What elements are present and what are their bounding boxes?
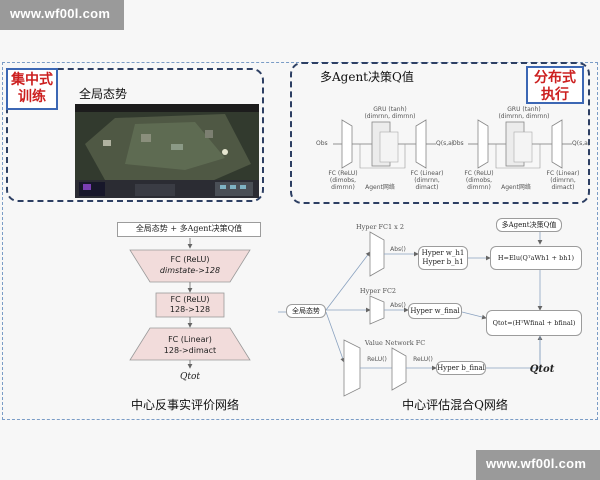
critic-layer1: FC (ReLU) dimstate->128 — [150, 254, 230, 276]
global-state-title: 全局态势 — [79, 87, 128, 101]
agent1-obs-label: Obs — [316, 140, 328, 147]
agent2-obs-label: Obs — [452, 140, 464, 147]
critic-caption: 中心反事实评价网络 — [130, 398, 239, 412]
abs2-label: Abs() — [390, 302, 406, 309]
hyper-bfinal-box: Hyper b_final — [436, 361, 486, 375]
layer2-dim: 128->128 — [169, 305, 211, 314]
hyper-wfinal-box: Hyper w_final — [408, 303, 462, 319]
agent1-fc-relu-label: FC (ReLU) (dimobs, dimrnn) — [318, 170, 368, 191]
hyper-fc1-label: Hyper FC1 x 2 — [355, 223, 405, 231]
game-screenshot — [75, 104, 259, 198]
label-line1: 分布式 — [534, 70, 576, 86]
fc-relu-name: FC (ReLU) — [328, 170, 358, 177]
agent2-q-label: Q(s,a) — [572, 140, 591, 147]
gru-dim: (dimrnn, dimrnn) — [364, 113, 416, 120]
watermark-top: www.wf00l.com — [0, 0, 124, 30]
layer1-dim: dimstate->128 — [159, 266, 221, 275]
agent1-q-label: Q(s,a) — [436, 140, 455, 147]
centralized-training-box — [6, 68, 264, 202]
gru-name: GRU (tanh) — [373, 106, 407, 113]
agent-network-1 — [333, 119, 436, 169]
hyper-b1-text: Hyper b_h1 — [422, 258, 464, 266]
multi-agent-q-title: 多Agent决策Q值 — [320, 70, 414, 84]
agent2-fc-linear-label: FC (Linear) (dimrnn, dimact) — [538, 170, 588, 191]
relu2-label: ReLU() — [413, 356, 433, 363]
fc-relu-name: FC (ReLU) — [464, 170, 494, 177]
elu-formula-box: H=Elu(QᵀaWh1 + bh1) — [490, 246, 582, 270]
centralized-training-label: 集中式 训练 — [6, 68, 58, 110]
hyper-w1-box: Hyper w_h1 Hyper b_h1 — [418, 246, 468, 270]
layer2-name: FC (ReLU) — [170, 295, 210, 304]
fc-linear-name: FC (Linear) — [410, 170, 444, 177]
fc-linear-name: FC (Linear) — [546, 170, 580, 177]
fc-relu-dim: (dimobs, dimrnn) — [465, 177, 493, 191]
critic-output: Qtot — [179, 372, 201, 382]
mixer-global-state: 全局态势 — [286, 304, 326, 318]
agent2-fc-relu-label: FC (ReLU) (dimobs, dimrnn) — [454, 170, 504, 191]
layer3-name: FC (Linear) — [168, 335, 212, 344]
mixer-caption: 中心评估混合Q网络 — [402, 398, 508, 412]
critic-layer2: FC (ReLU) 128->128 — [156, 295, 224, 315]
game-map-graphic — [75, 104, 259, 198]
mixer-multi-q: 多Agent决策Q值 — [496, 218, 562, 232]
label-line1: 集中式 — [11, 72, 53, 88]
value-fc-label: Value Network FC — [364, 339, 426, 347]
gru-dim: (dimrnn, dimrnn) — [498, 113, 550, 120]
critic-layer3: FC (Linear) 128->dimact — [150, 334, 230, 356]
critic-input-box: 全局态势 + 多Agent决策Q值 — [117, 222, 261, 237]
fc-linear-dim: (dimrnn, dimact) — [550, 177, 576, 191]
relu1-label: ReLU() — [367, 356, 387, 363]
fc-linear-dim: (dimrnn, dimact) — [414, 177, 440, 191]
qtot-formula-box: Qtot=(HᵀWfinal + bfinal) — [486, 310, 582, 336]
layer1-name: FC (ReLU) — [170, 255, 210, 264]
watermark-bottom: www.wf00l.com — [476, 450, 600, 480]
layer3-dim: 128->dimact — [163, 346, 217, 355]
agent1-caption: Agent网络 — [365, 184, 395, 191]
hyper-w1-text: Hyper w_h1 — [421, 249, 465, 257]
agent1-fc-linear-label: FC (Linear) (dimrnn, dimact) — [402, 170, 452, 191]
decentralized-execution-label: 分布式 执行 — [526, 66, 584, 104]
decentralized-execution-box — [290, 62, 590, 204]
agent2-gru-label: GRU (tanh) (dimrnn, dimrnn) — [494, 106, 554, 120]
fc-relu-dim: (dimobs, dimrnn) — [329, 177, 357, 191]
abs1-label: Abs() — [390, 246, 406, 253]
mixer-output: Qtot — [529, 364, 555, 375]
hyper-fc2-label: Hyper FC2 — [359, 287, 397, 295]
agent1-gru-label: GRU (tanh) (dimrnn, dimrnn) — [360, 106, 420, 120]
agent2-caption: Agent网络 — [501, 184, 531, 191]
label-line2: 执行 — [541, 87, 569, 103]
agent-network-2 — [468, 119, 572, 169]
gru-name: GRU (tanh) — [507, 106, 541, 113]
label-line2: 训练 — [18, 89, 46, 105]
